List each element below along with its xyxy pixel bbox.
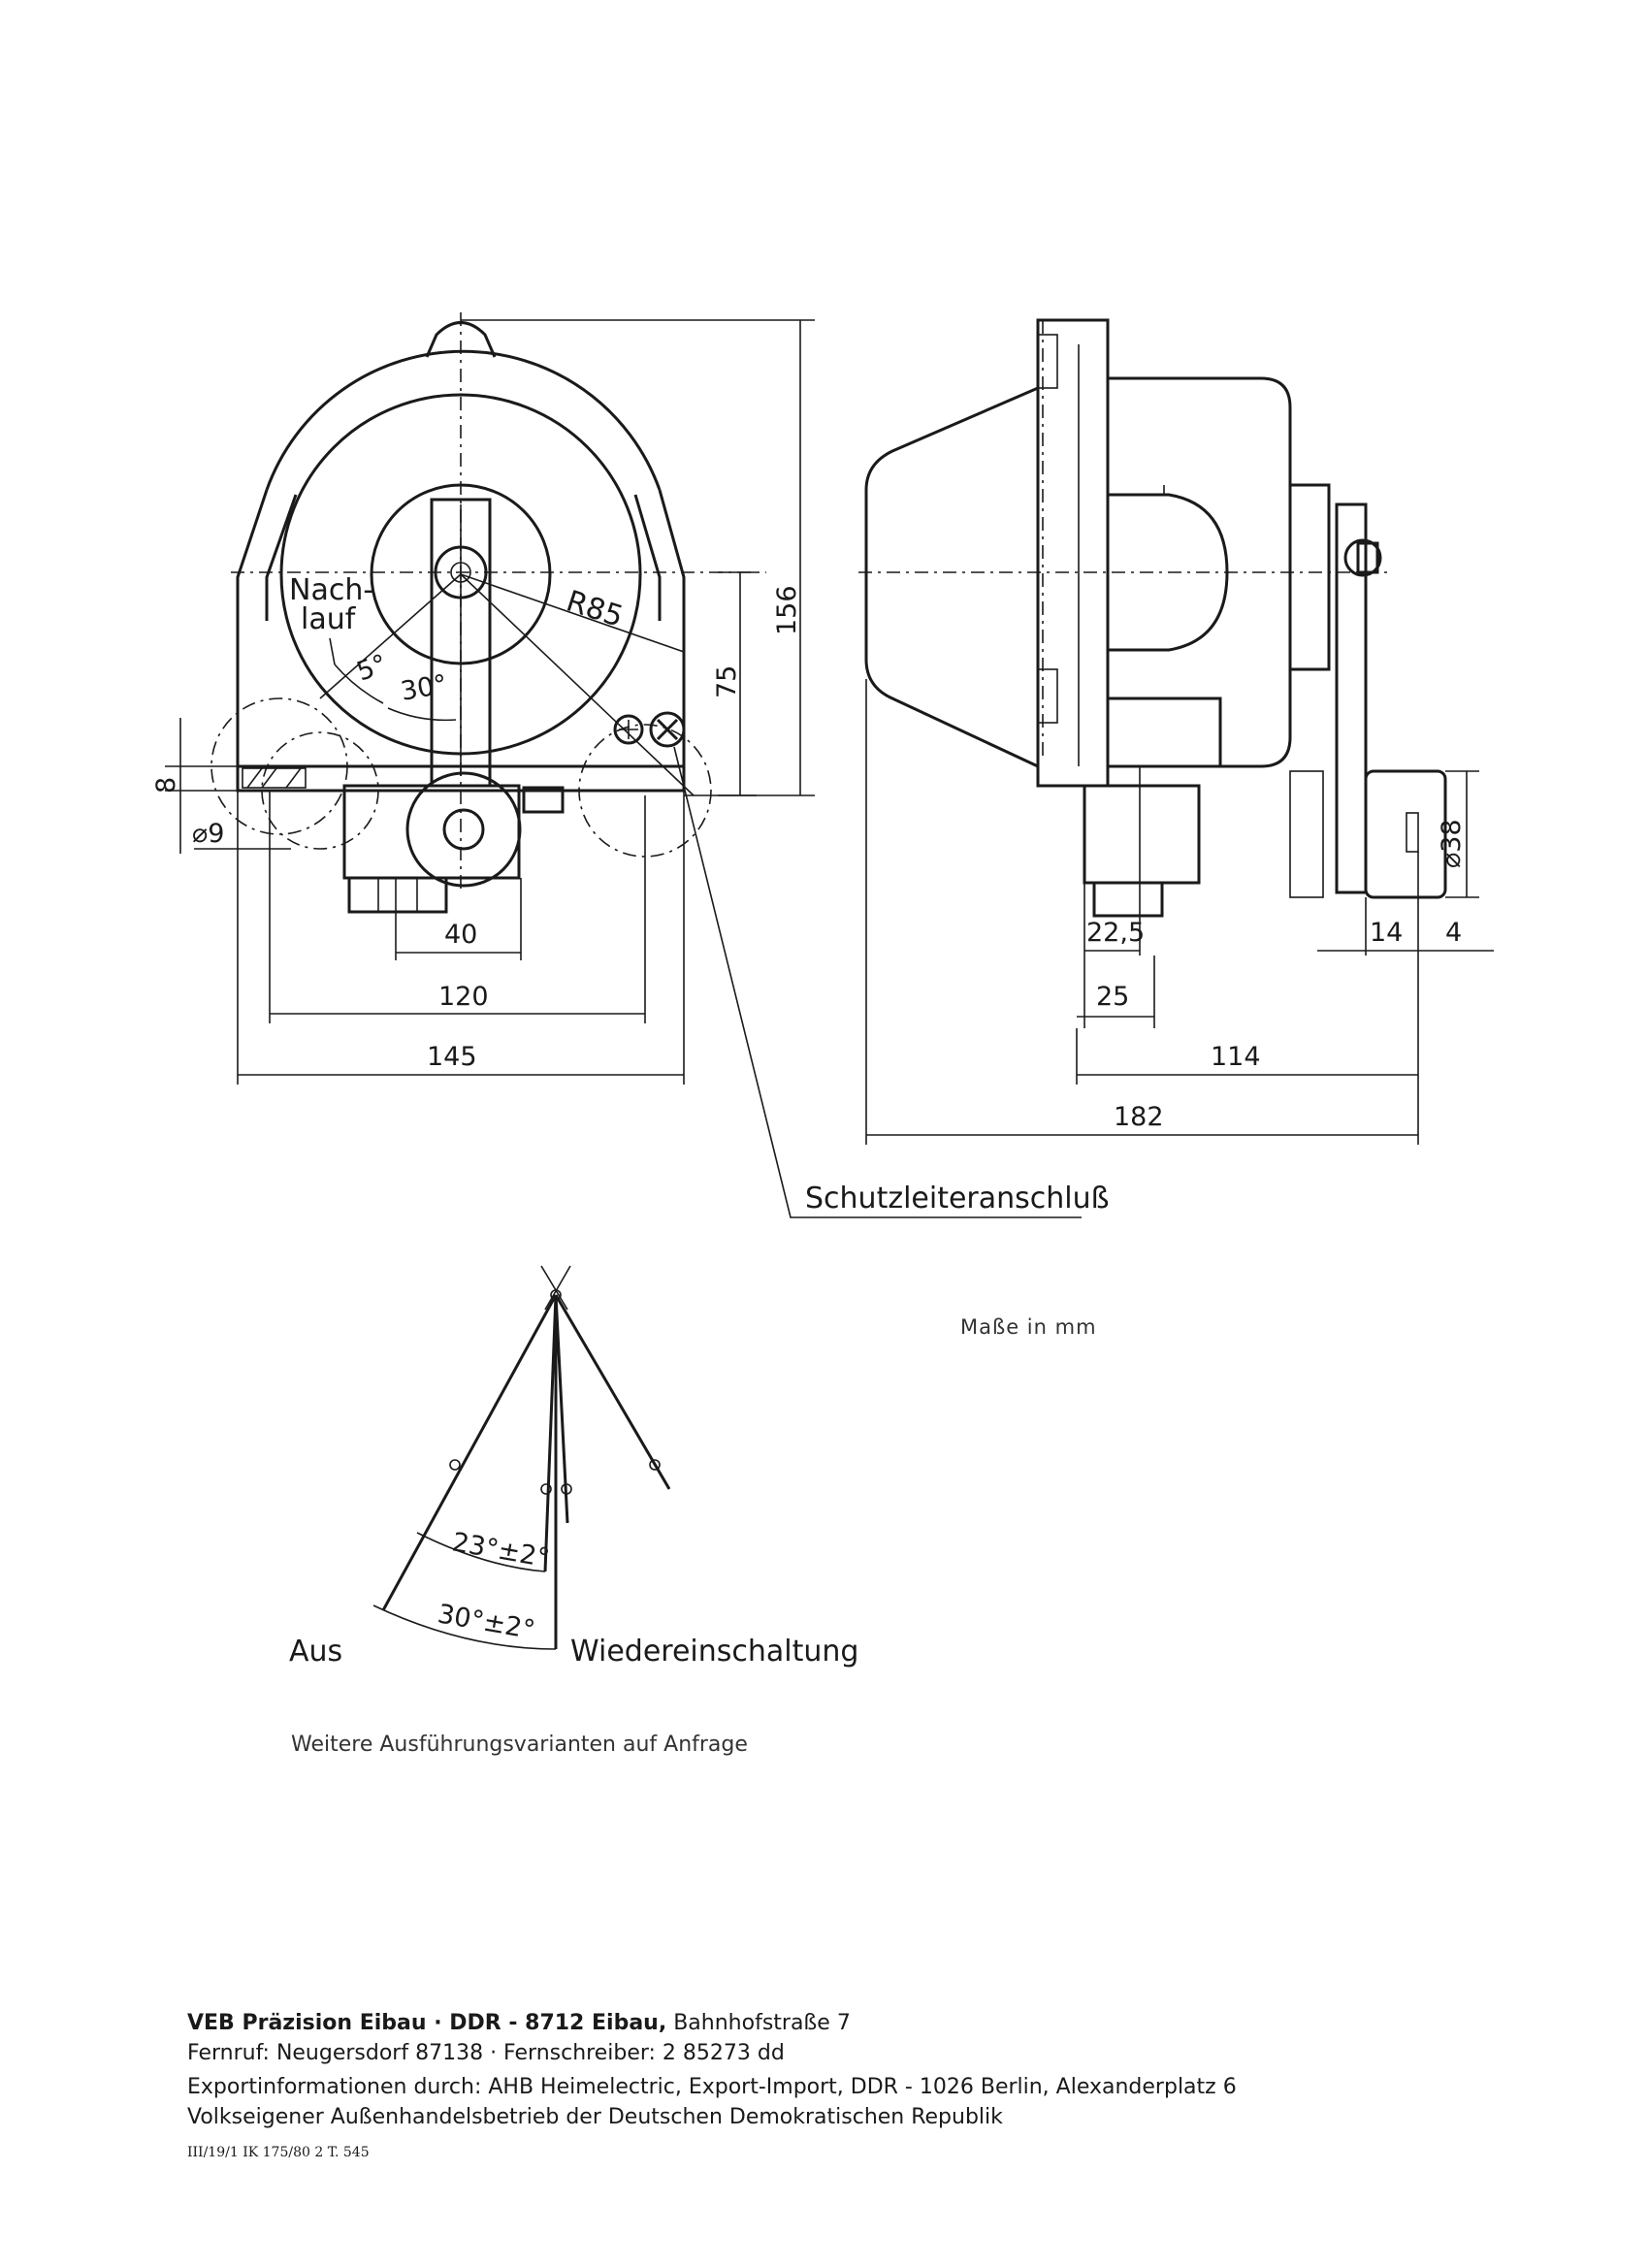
lever-top-pivot (434, 545, 488, 599)
side-view: 22,5 25 ⌀38 14 4 114 182 (858, 318, 1494, 1145)
label-off: Aus (289, 1635, 342, 1669)
angle-arc-5 (334, 664, 384, 704)
radius-label: R85 (563, 584, 628, 634)
roller (405, 771, 522, 888)
label-reset: Wiedereinschaltung (570, 1635, 858, 1669)
angle-ray-off (381, 1294, 558, 1611)
ground-terminal-screw (649, 711, 686, 748)
housing-right-flank (658, 489, 686, 791)
front-view: Nach- lauf 5° 30° R85 75 156 8 ⌀9 40 120 (151, 312, 1110, 1218)
side-roller (1364, 769, 1447, 899)
angle-arc-23 (416, 1532, 546, 1572)
units-note: Maße in mm (960, 1315, 1097, 1339)
hatch-3 (285, 767, 302, 789)
lever-angle-line-left (319, 573, 462, 699)
angle-diagram-pivot-mark-2 (544, 1265, 571, 1311)
footer-company: VEB Präzision Eibau · DDR - 8712 Eibau, (187, 2011, 667, 2035)
angle-ray-reset-23 (543, 1294, 558, 1572)
ground-screw-slot-2 (656, 718, 679, 741)
footer-export: Exportinformationen durch: AHB Heimelect… (187, 2075, 1237, 2099)
housing-right-inner-rib (633, 494, 662, 621)
housing-top-knob (425, 321, 497, 358)
terminal-screw-left (613, 714, 644, 745)
dim-40-label: 40 (444, 920, 477, 950)
angle-label-5: 5° (353, 649, 391, 688)
side-lever-pin (1356, 541, 1379, 574)
housing-outer-arc (265, 349, 662, 491)
dim-dia38-label: ⌀38 (1437, 819, 1467, 868)
side-body-inner-step (1108, 697, 1222, 766)
side-flange-tab-bottom (1037, 668, 1058, 724)
dim-8-label: 8 (151, 777, 181, 794)
angle-label-30-diagram: 30°±2° (436, 1599, 537, 1645)
radius-leader (460, 573, 685, 653)
hatch-1 (246, 767, 263, 789)
dim-dia9-label: ⌀9 (192, 819, 224, 849)
lever-pivot-pin (450, 562, 471, 583)
footer-ref: III/19/1 IK 175/80 2 T. 545 (187, 2145, 370, 2160)
label-nachlauf-line1: Nach- (289, 573, 373, 607)
housing-left-flank (236, 489, 269, 791)
base-plate (236, 764, 686, 793)
side-gland-nut (1092, 881, 1164, 918)
dim-145-label: 145 (427, 1042, 477, 1072)
roller-phantom-left-inner (261, 731, 379, 850)
lever-angle-line-right (460, 573, 695, 796)
variants-note: Weitere Ausführungsvarianten auf Anfrage (291, 1733, 748, 1757)
dim-156-label: 156 (772, 585, 802, 635)
angle-label-30: 30° (399, 669, 450, 707)
label-nachlauf-line2: lauf (301, 602, 357, 636)
angle-ray-mark-2 (540, 1483, 552, 1495)
angle-arc-30-diagram (372, 1604, 557, 1650)
roller-phantom-right (578, 724, 712, 858)
side-lever-bracket (1288, 483, 1331, 671)
angle-diagram-pivot-mark-1 (540, 1265, 568, 1311)
footer-company-line: VEB Präzision Eibau · DDR - 8712 Eibau, … (187, 2008, 1237, 2038)
dim-25-label: 25 (1096, 982, 1129, 1012)
hatch-2 (261, 767, 277, 789)
angle-ray-mark-1 (449, 1459, 461, 1471)
side-flange-plate (1036, 318, 1110, 788)
side-lever-arm (1335, 502, 1368, 894)
dim-14-label: 14 (1370, 918, 1403, 948)
side-dome (1108, 493, 1229, 652)
nachlauf-leader (329, 637, 336, 665)
side-flange-tab-top (1037, 334, 1058, 389)
side-roller-hub (1406, 812, 1419, 853)
footer: VEB Präzision Eibau · DDR - 8712 Eibau, … (187, 2008, 1237, 2168)
housing-left-inner-rib (265, 494, 298, 621)
mounting-hole-hatched-left (242, 767, 307, 789)
dim-4-label: 4 (1445, 918, 1462, 948)
angle-ray-right (554, 1294, 671, 1490)
dim-75-label: 75 (712, 665, 742, 698)
angle-ray-mark-4 (649, 1459, 661, 1471)
roller-phantom-left (210, 697, 348, 835)
dim-114-label: 114 (1211, 1042, 1261, 1072)
side-roller-phantom (1289, 770, 1324, 898)
angle-diagram: 23°±2° 30°±2° Aus Wiedereinschaltung (289, 1265, 858, 1669)
gland-body (342, 784, 521, 880)
ground-conductor-label: Schutzleiteranschluß (805, 1182, 1110, 1215)
ground-conductor-leader (673, 746, 1082, 1218)
angle-arc-30 (387, 707, 457, 722)
dim-120-label: 120 (438, 982, 489, 1012)
angle-label-23: 23°±2° (450, 1527, 552, 1573)
footer-phone: Fernruf: Neugersdorf 87138 · Fernschreib… (187, 2041, 785, 2065)
dim-22-5-label: 22,5 (1086, 918, 1145, 948)
angle-ray-mark-3 (561, 1483, 572, 1495)
roller-axle (442, 808, 485, 851)
side-cone-cover (864, 386, 1039, 768)
gland-nut (347, 876, 448, 914)
footer-street: Bahnhofstraße 7 (666, 2011, 851, 2035)
side-gland-body (1083, 784, 1201, 885)
gland-side-stub (522, 786, 565, 814)
side-lever-pivot (1343, 538, 1382, 577)
footer-trade: Volkseigener Außenhandelsbetrieb der Deu… (187, 2105, 1003, 2129)
dim-182-label: 182 (1114, 1102, 1164, 1132)
